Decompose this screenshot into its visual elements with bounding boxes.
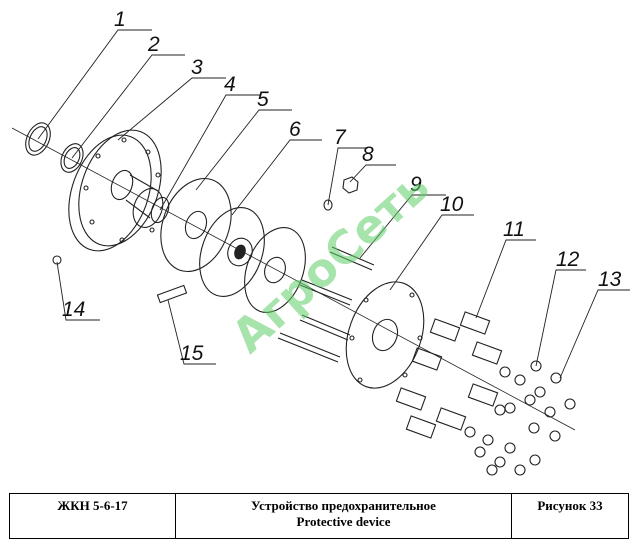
callout-5: 5 — [257, 88, 269, 111]
part-12-13-nuts-washers — [464, 360, 576, 476]
part-7-washer — [323, 199, 333, 211]
title-block: ЖКН 5-6-17 Устройство предохранительное … — [9, 493, 629, 539]
drawing-code: ЖКН 5-6-17 — [57, 498, 128, 513]
center-axis — [11, 127, 576, 431]
callout-7: 7 — [334, 126, 347, 149]
part-4-bushing — [150, 196, 170, 224]
callout-13: 13 — [598, 268, 622, 291]
part-10-plate — [345, 281, 425, 389]
figure-number-cell: Рисунок 33 — [512, 494, 628, 538]
leader-lines — [37, 29, 630, 379]
part-15-bolt — [156, 284, 188, 304]
part-9-pressure-plate — [244, 227, 306, 313]
drawing-title-en: Protective device — [296, 514, 391, 529]
callout-8: 8 — [362, 143, 374, 166]
callout-9: 9 — [410, 173, 422, 196]
drawing-code-cell: ЖКН 5-6-17 — [10, 494, 176, 538]
callout-6: 6 — [289, 118, 301, 141]
part-3-hub-flange — [68, 129, 164, 252]
callout-11: 11 — [503, 218, 525, 241]
part-6-disc-hub — [199, 207, 265, 297]
callout-14: 14 — [62, 298, 85, 321]
callout-4: 4 — [224, 73, 236, 96]
part-2-ring — [60, 143, 84, 173]
bolts — [277, 246, 375, 363]
callout-2: 2 — [147, 33, 160, 56]
callout-10: 10 — [440, 193, 464, 216]
figure-number: Рисунок 33 — [537, 498, 603, 513]
callout-3: 3 — [191, 56, 203, 79]
callout-1: 1 — [114, 8, 126, 31]
part-8-nut — [342, 176, 359, 194]
part-1-snap-ring — [25, 122, 51, 156]
callout-12: 12 — [556, 248, 580, 271]
part-5-friction-disc — [160, 177, 232, 273]
exploded-assembly-drawing: 1 2 3 4 5 6 7 8 9 10 11 12 13 14 15 Агро… — [11, 8, 630, 476]
part-11-springs — [395, 311, 503, 439]
callout-15: 15 — [180, 342, 204, 365]
drawing-title-cell: Устройство предохранительное Protective … — [176, 494, 512, 538]
drawing-title-ru: Устройство предохранительное — [251, 498, 436, 513]
